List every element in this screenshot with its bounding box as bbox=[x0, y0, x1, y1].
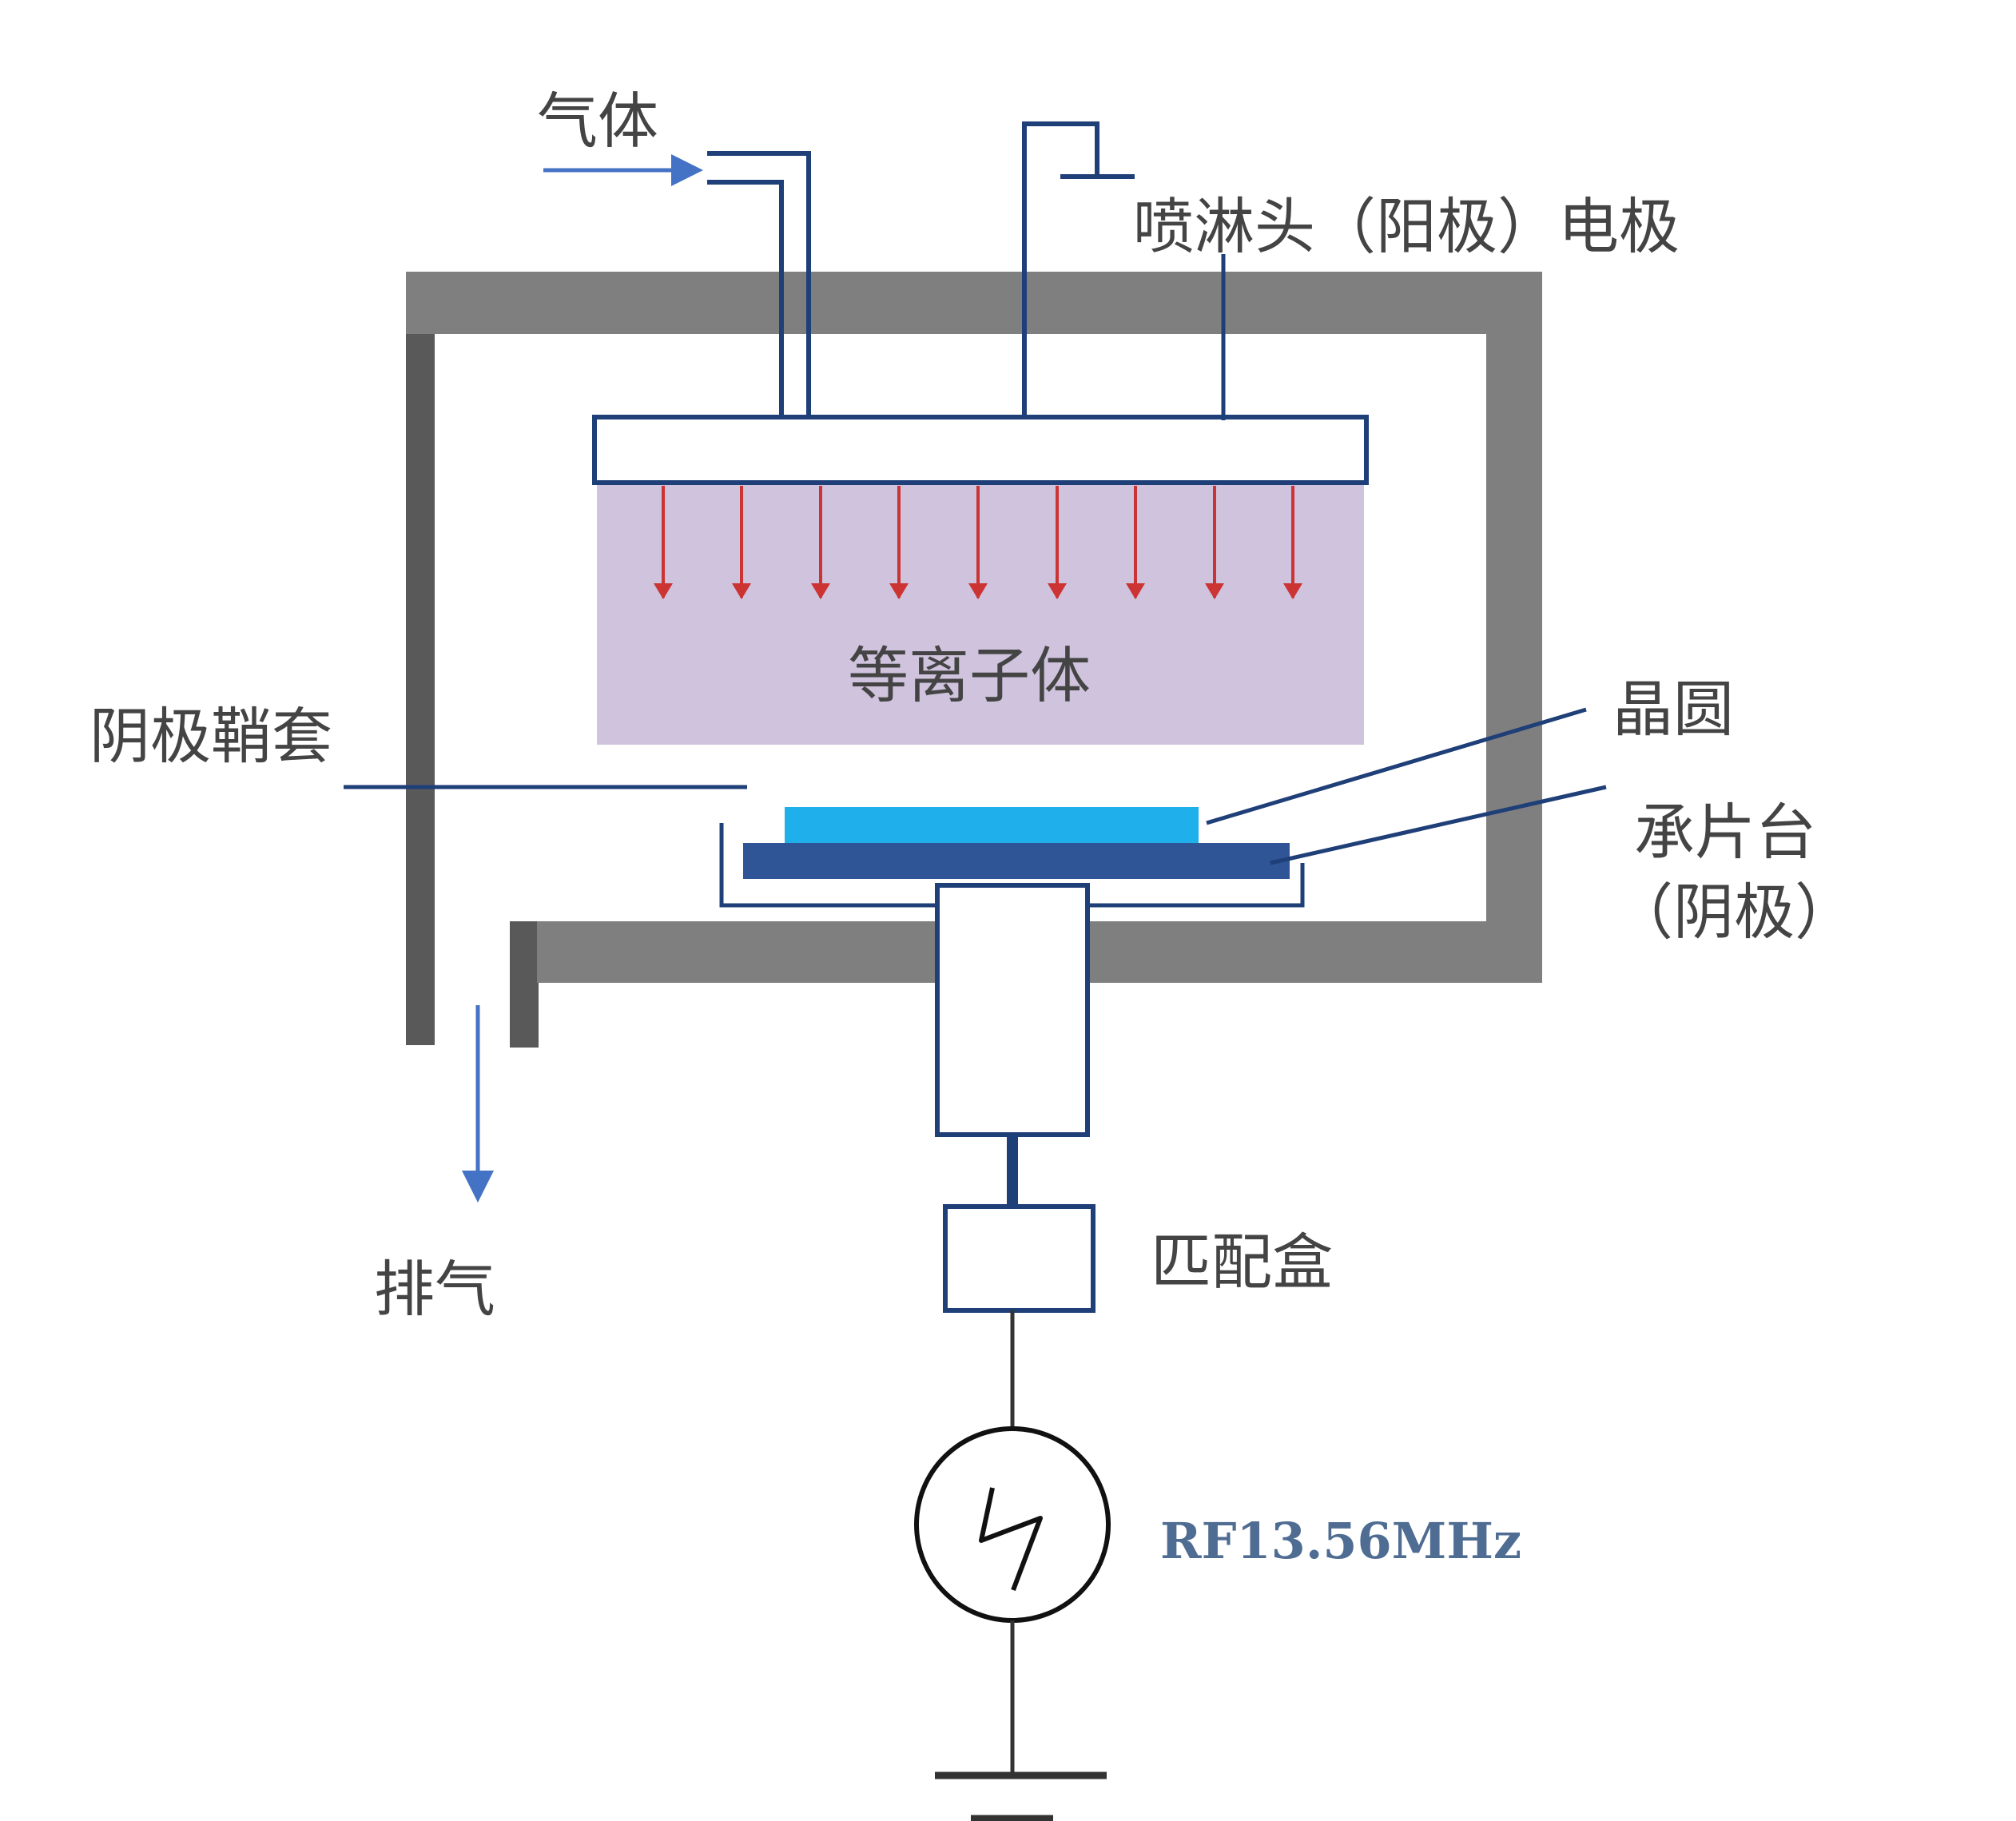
gas-label: 气体 bbox=[537, 85, 658, 157]
chuck-stem bbox=[935, 883, 1090, 1137]
chamber-wall-right bbox=[1486, 272, 1542, 983]
exhaust-label: 排气 bbox=[374, 1254, 495, 1325]
plasma-region bbox=[597, 485, 1364, 745]
ac-source-circle-icon bbox=[914, 1426, 1111, 1623]
showerhead-electrode bbox=[592, 415, 1369, 485]
matching-box-label: 匹配盒 bbox=[1151, 1227, 1333, 1298]
gas-inlet bbox=[543, 151, 811, 417]
cathode-sheath-label: 阴极鞘套 bbox=[89, 701, 332, 772]
chamber-wall-top bbox=[406, 272, 1542, 334]
wafer-leader bbox=[1206, 707, 1587, 825]
ion-flux-arrows bbox=[654, 486, 1302, 599]
chamber-wall-left bbox=[406, 334, 435, 1045]
rf-source-label: RF13.56MHz bbox=[1160, 1512, 1521, 1570]
chuck-platen bbox=[743, 843, 1290, 879]
matching-box bbox=[943, 1204, 1095, 1313]
chuck-label: 承片台 bbox=[1634, 797, 1816, 868]
wafer bbox=[785, 807, 1199, 843]
gas-pipe-inner bbox=[707, 180, 784, 417]
showerhead-label: 喷淋头（阳极）电极 bbox=[1133, 191, 1680, 262]
ground-symbol-icon bbox=[935, 1771, 1107, 1821]
wafer-label: 晶圆 bbox=[1612, 674, 1734, 745]
gas-pipe-outer bbox=[707, 151, 811, 417]
chuck-leader bbox=[1270, 785, 1607, 865]
chuck-label-sub: （阴极） bbox=[1612, 877, 1855, 948]
plasma-label: 等离子体 bbox=[848, 640, 1091, 711]
electrode-lead bbox=[1022, 121, 1135, 417]
electrode-lead-wire bbox=[1022, 121, 1099, 417]
chamber-wall-exhaust-edge bbox=[510, 921, 539, 1048]
